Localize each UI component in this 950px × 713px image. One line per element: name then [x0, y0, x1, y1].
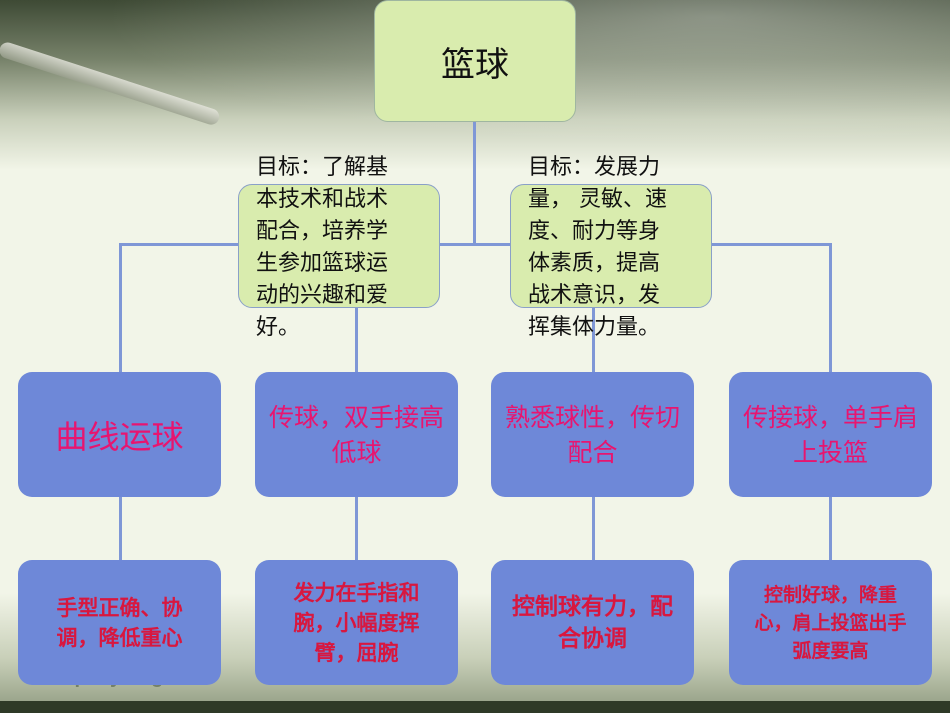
goal-1-line-1: 目标：了解基 [256, 155, 389, 180]
goal-box-2 [510, 184, 712, 308]
connector-leaf-3 [592, 497, 595, 560]
connector-leaf-1 [119, 497, 122, 560]
connector-leaf-2 [355, 497, 358, 560]
connector-root-vertical [473, 122, 476, 245]
goal-2-line-2: 量， 灵敏、速 [528, 187, 667, 212]
connector-drop-1 [119, 243, 122, 372]
goal-1-line-3: 配合，培养学 [256, 219, 389, 244]
goal-2-line-6: 挥集体力量。 [528, 315, 661, 340]
detail-box-2: 发力在手指和腕，小幅度挥臂，屈腕 [255, 560, 458, 685]
connector-horizontal [119, 243, 831, 246]
bottom-bar [0, 701, 950, 713]
goal-1-line-4: 生参加篮球运 [256, 251, 389, 276]
connector-leaf-4 [829, 497, 832, 560]
goal-text-1: 目标：了解基 本技术和战术 配合，培养学 生参加篮球运 动的兴趣和爱 好。 [256, 152, 388, 344]
goal-2-line-1: 目标：发展力 [528, 155, 661, 180]
detail-box-1: 手型正确、协调，降低重心 [18, 560, 221, 685]
goal-box-1 [238, 184, 440, 308]
goal-2-line-5: 战术意识，发 [528, 283, 661, 308]
goal-2-line-4: 体素质，提高 [528, 251, 661, 276]
detail-box-3: 控制球有力，配合协调 [491, 560, 694, 685]
category-box-1: 曲线运球 [18, 372, 221, 497]
goal-1-line-5: 动的兴趣和爱 [256, 283, 389, 308]
goal-text-2: 目标：发展力 量， 灵敏、速 度、耐力等身 体素质，提高 战术意识，发 挥集体力… [528, 152, 667, 344]
goal-1-line-6: 好。 [256, 315, 301, 340]
connector-drop-4 [829, 243, 832, 372]
goal-1-line-2: 本技术和战术 [256, 187, 389, 212]
category-box-4: 传接球，单手肩上投篮 [729, 372, 932, 497]
root-node: 篮球 [374, 0, 576, 122]
detail-box-4: 控制好球，降重心，肩上投篮出手弧度要高 [729, 560, 932, 685]
goal-2-line-3: 度、耐力等身 [528, 219, 661, 244]
category-box-3: 熟悉球性，传切配合 [491, 372, 694, 497]
category-box-2: 传球，双手接高低球 [255, 372, 458, 497]
